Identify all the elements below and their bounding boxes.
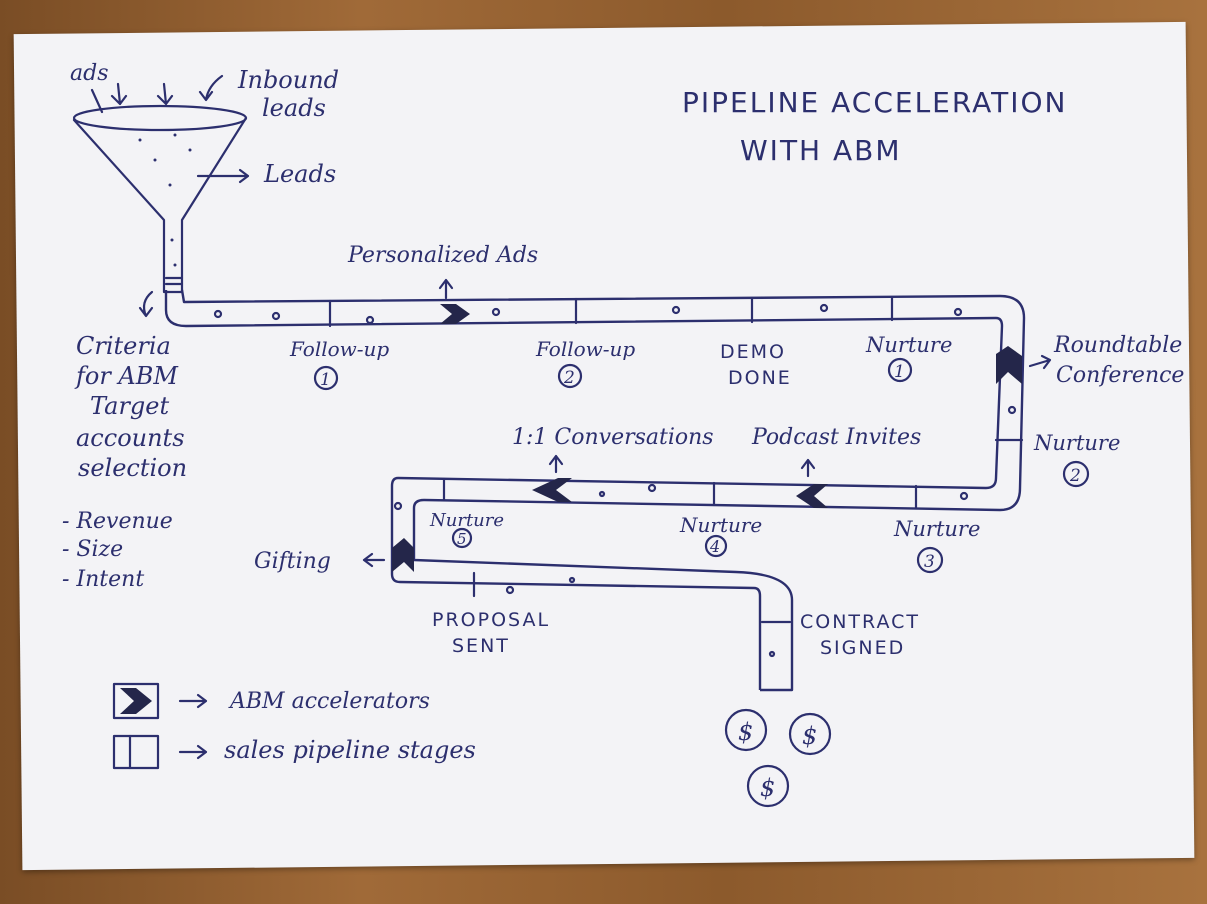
- stage-nurture-4-num: 4: [709, 537, 720, 556]
- leads-input-label: leads: [262, 94, 326, 122]
- stage-proposal: PROPOSAL: [432, 609, 550, 631]
- criteria-line-4: accounts: [76, 424, 185, 452]
- stage-nurture-2-num: 2: [1069, 466, 1081, 486]
- legend-stages-label: sales pipeline stages: [224, 736, 476, 764]
- stage-nurture-2: Nurture: [1033, 431, 1120, 455]
- stage-nurture-5: Nurture: [429, 510, 504, 531]
- criteria-item-revenue: - Revenue: [62, 509, 173, 534]
- stage-nurture-1-num: 1: [894, 362, 905, 382]
- inbound-label: Inbound: [237, 66, 339, 94]
- stage-proposal-sent: SENT: [452, 635, 510, 657]
- arrow-conversations: [550, 456, 562, 472]
- ads-label: ads: [70, 61, 109, 86]
- arrow-roundtable: [1030, 356, 1050, 368]
- stage-nurture-1: Nurture: [865, 333, 952, 357]
- criteria-block: Criteria for ABM Target accounts selecti…: [62, 332, 187, 592]
- coin-1-symbol: $: [738, 718, 753, 746]
- funnel: [74, 106, 246, 292]
- legend-accelerators-label: ABM accelerators: [228, 689, 430, 714]
- stage-demo-done: DONE: [728, 367, 792, 389]
- title-line-1: PIPELINE ACCELERATION: [682, 86, 1068, 119]
- stage-nurture-4: Nurture: [679, 513, 762, 537]
- criteria-item-intent: - Intent: [62, 567, 144, 592]
- stage-follow-up-1: Follow-up: [289, 337, 389, 361]
- accelerator-conference: Conference: [1056, 363, 1184, 388]
- criteria-line-5: selection: [78, 454, 187, 482]
- stage-demo: DEMO: [720, 341, 786, 363]
- stage-follow-up-2: Follow-up: [535, 337, 635, 361]
- money-coins: $ $ $: [726, 710, 830, 806]
- stage-follow-up-2-num: 2: [563, 368, 575, 388]
- arrow-gifting: [364, 554, 384, 566]
- stage-nurture-3: Nurture: [893, 517, 980, 541]
- criteria-line-1: Criteria: [76, 332, 171, 360]
- coin-2-symbol: $: [802, 722, 817, 750]
- legend-stage-swatch: [114, 736, 158, 768]
- arrow-personalized-ads: [440, 280, 452, 298]
- accelerator-podcast-invites: Podcast Invites: [751, 425, 921, 450]
- criteria-line-3: Target: [90, 392, 169, 420]
- stage-contract: CONTRACT: [800, 611, 920, 633]
- criteria-arrow: [140, 292, 152, 316]
- accelerator-gifting: Gifting: [254, 549, 331, 574]
- accelerator-roundtable: Roundtable: [1053, 333, 1182, 358]
- criteria-item-size: - Size: [62, 537, 123, 562]
- leads-output-label: Leads: [263, 160, 336, 188]
- arrow-podcast: [802, 460, 814, 476]
- accelerator-personalized-ads: Personalized Ads: [347, 243, 538, 268]
- stage-follow-up-1-num: 1: [320, 370, 331, 390]
- stage-nurture-5-num: 5: [457, 530, 467, 548]
- accelerator-1on1-conversations: 1:1 Conversations: [512, 425, 714, 450]
- coin-3-symbol: $: [760, 774, 775, 802]
- criteria-line-2: for ABM: [74, 362, 179, 390]
- legend: ABM accelerators sales pipeline stages: [114, 684, 476, 768]
- stage-contract-signed: SIGNED: [820, 637, 905, 659]
- title-line-2: WITH ABM: [740, 134, 902, 167]
- leads-arrow: [198, 170, 248, 182]
- stage-nurture-3-num: 3: [924, 552, 935, 572]
